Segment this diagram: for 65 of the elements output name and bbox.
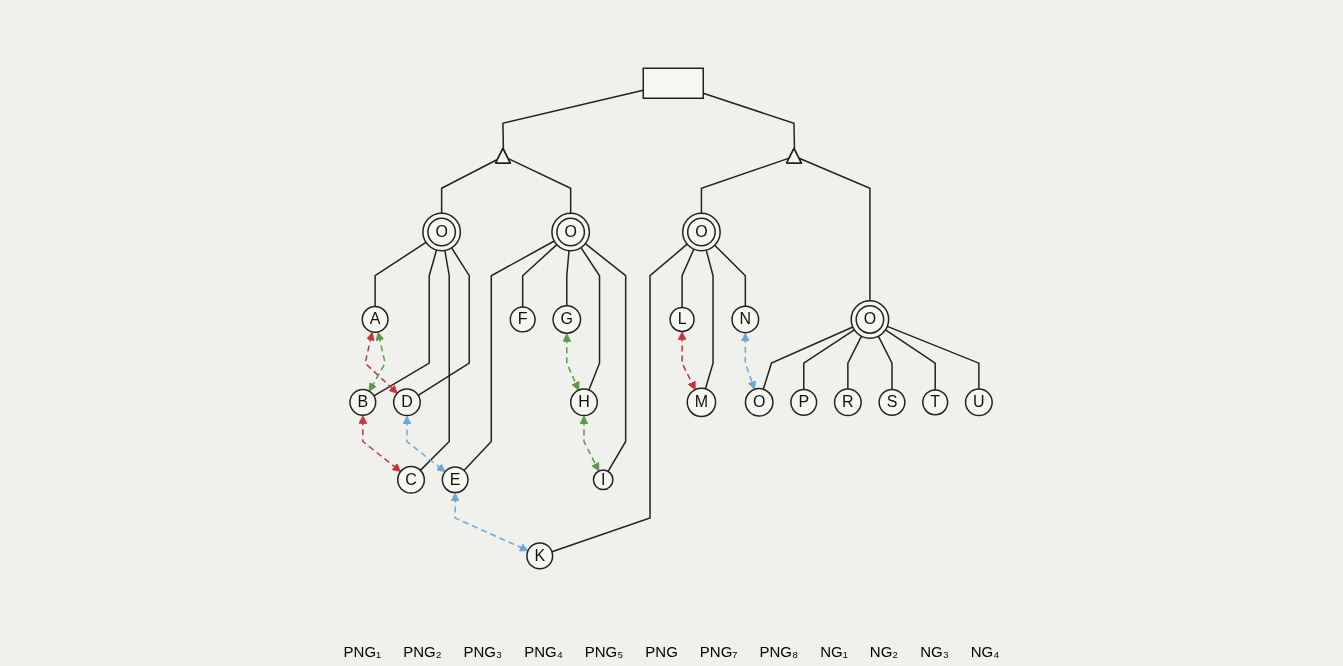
node-circle: H xyxy=(570,388,599,417)
arrow xyxy=(741,332,757,390)
arrow xyxy=(678,331,696,391)
group-label: PNG₈ xyxy=(759,643,799,660)
node-circle: I xyxy=(593,469,615,491)
arrow xyxy=(358,415,402,472)
connector xyxy=(420,249,451,472)
node-circle: E xyxy=(442,466,470,494)
connector xyxy=(878,335,894,391)
node-circle: C xyxy=(397,465,426,494)
connector xyxy=(681,248,695,309)
node-box xyxy=(642,67,705,99)
connector xyxy=(463,240,556,472)
group-label: PNG xyxy=(645,643,678,660)
group-label: PNG₂ xyxy=(403,643,442,660)
node-circle: R xyxy=(834,388,863,417)
node-circle: P xyxy=(790,388,818,416)
node-circle: D xyxy=(393,388,422,417)
node-circle: K xyxy=(526,542,554,570)
group-label: NG₂ xyxy=(869,643,899,660)
group-label: PNG₅ xyxy=(584,643,624,660)
node-circle: U xyxy=(965,388,994,417)
node-circle: G xyxy=(552,304,582,334)
node-circle: O xyxy=(850,299,890,339)
connector xyxy=(885,329,937,391)
node-circle: A xyxy=(361,305,390,334)
node-circle: B xyxy=(349,388,377,416)
arrow xyxy=(402,415,446,473)
connector xyxy=(714,244,747,307)
node-circle: O xyxy=(682,212,722,252)
arrow xyxy=(562,333,580,391)
node-circle: O xyxy=(745,387,775,417)
group-label: PNG₇ xyxy=(699,643,738,660)
connector xyxy=(566,249,571,307)
arrow xyxy=(369,331,387,392)
arrow xyxy=(451,492,529,552)
connector xyxy=(508,157,572,214)
connector xyxy=(522,243,558,308)
connector xyxy=(585,242,627,473)
node-circle: L xyxy=(669,306,696,333)
connector xyxy=(798,157,872,302)
node-circle: O xyxy=(422,212,462,252)
group-label: NG₃ xyxy=(920,643,949,660)
group-label: NG₄ xyxy=(970,643,1000,660)
connector xyxy=(762,326,854,390)
node-circle: T xyxy=(922,389,949,416)
connector xyxy=(886,325,981,390)
connector xyxy=(417,247,471,396)
node-circle: N xyxy=(731,305,760,334)
group-label: PNG₄ xyxy=(524,643,563,660)
connector xyxy=(580,246,601,391)
node-circle: M xyxy=(686,387,717,418)
group-label: PNG₁ xyxy=(343,643,382,660)
node-circle: S xyxy=(878,388,906,416)
connector xyxy=(847,335,863,390)
group-label: PNG₃ xyxy=(463,643,503,660)
connector xyxy=(803,329,856,391)
group-label: NG₁ xyxy=(820,643,848,660)
arrow xyxy=(580,415,600,472)
connector xyxy=(705,249,715,390)
node-circle: O xyxy=(551,212,591,252)
arrow xyxy=(364,331,399,394)
connector xyxy=(374,241,428,308)
connector xyxy=(373,249,438,397)
node-circle: F xyxy=(509,306,537,333)
